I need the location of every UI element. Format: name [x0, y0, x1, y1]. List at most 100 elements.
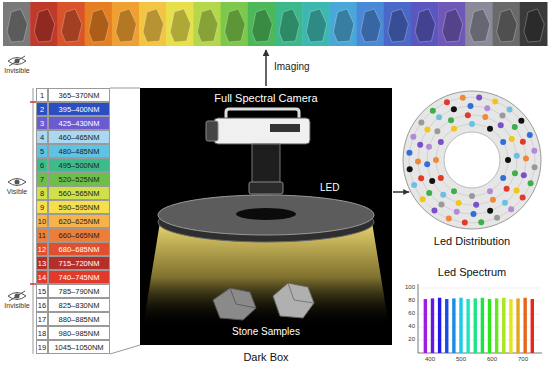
led-dot: [424, 127, 430, 133]
led-dot: [406, 150, 412, 156]
table-cell: 660–665NM: [48, 228, 110, 242]
led-dot: [505, 157, 511, 163]
stone-silhouette: [89, 9, 109, 42]
stone-image-tile: [57, 2, 85, 46]
led-dot: [490, 197, 496, 203]
stone-silhouette: [306, 9, 326, 42]
grid-line: [418, 314, 540, 315]
table-cell: 6: [36, 158, 48, 172]
led-dot: [502, 200, 508, 206]
led-dot: [444, 99, 450, 105]
table-cell: 1045–1050NM: [48, 340, 110, 354]
led-dot: [514, 187, 520, 193]
tile-ground: [221, 2, 249, 46]
range-bracket: [33, 88, 34, 354]
led-dot: [411, 182, 417, 188]
led-dot: [434, 128, 440, 134]
led-ring-line: [409, 97, 535, 223]
table-cell: 13: [36, 256, 48, 270]
led-dot: [438, 175, 444, 181]
grid-line: [418, 301, 540, 302]
led-ring-line: [427, 115, 517, 205]
led-dot: [487, 126, 493, 132]
eye-hidden-icon: [8, 56, 26, 66]
led-dot: [469, 121, 475, 127]
led-dot: [532, 164, 538, 170]
x-axis: [418, 353, 542, 354]
tile-ground: [139, 2, 167, 46]
led-dot: [451, 126, 457, 132]
spectrum-bars: [424, 298, 534, 353]
led-distribution-circle: Led Distribution: [402, 90, 542, 230]
led-dot: [494, 215, 500, 221]
led-dot: [451, 106, 457, 112]
led-dot: [415, 159, 421, 165]
tile-ground: [384, 2, 412, 46]
table-cell: 560–565NM: [48, 186, 110, 200]
led-dot: [446, 216, 452, 222]
axis-tick-label: 400: [425, 356, 435, 363]
table-cell: 680–685NM: [48, 242, 110, 256]
dark-box-fill: [140, 88, 392, 345]
stone-silhouette: [61, 9, 81, 42]
spectrum-bar: [466, 299, 469, 353]
box-caption: Dark Box: [243, 351, 288, 364]
led-dot: [478, 219, 484, 225]
axis-tick-label: 20: [408, 336, 415, 343]
led-board-outline: [402, 90, 542, 230]
led-dot: [482, 114, 488, 120]
led-dot: [514, 153, 520, 159]
table-cell: 620–625NM: [48, 214, 110, 228]
spectrum-bar: [495, 298, 498, 353]
spectrum-bar: [459, 298, 462, 353]
led-dot: [528, 180, 534, 186]
tile-ground: [465, 2, 493, 46]
stone-silhouette: [197, 9, 217, 42]
led-dot: [469, 193, 475, 199]
tile-ground: [30, 2, 58, 46]
table-cell: 715–720NM: [48, 256, 110, 270]
table-cell: 15: [36, 284, 48, 298]
stone-image-tile: [112, 2, 140, 46]
led-dot: [520, 195, 526, 201]
camera-lens: [252, 144, 280, 184]
tile-ground: [166, 2, 194, 46]
table-cell: 16: [36, 298, 48, 312]
stone-image-tile: [139, 2, 167, 46]
led-dot: [512, 170, 518, 176]
table-cell: 480–485NM: [48, 144, 110, 158]
led-dot: [471, 211, 477, 217]
grid-line: [418, 288, 540, 289]
led-dot: [473, 202, 479, 208]
stone-silhouette: [333, 9, 353, 42]
table-cell: 590–595NM: [48, 200, 110, 214]
table-cell: 5: [36, 144, 48, 158]
led-dot: [484, 105, 490, 111]
stone-sample: [273, 283, 314, 318]
stone-silhouette: [469, 9, 489, 42]
axis-tick-label: 600: [487, 356, 497, 363]
led-dot: [417, 142, 423, 148]
led-dot: [454, 209, 460, 215]
led-dot: [504, 186, 510, 192]
led-ring-hole: [236, 208, 296, 220]
leader-line: [110, 345, 140, 354]
tile-ground: [438, 2, 466, 46]
led-dot: [476, 94, 482, 100]
stone-image-tile: [30, 2, 58, 46]
spectrum-bar: [531, 299, 534, 353]
table-cell: 395–400NM: [48, 102, 110, 116]
spectrum-bar: [445, 299, 448, 353]
chart-title: Led Spectrum: [438, 266, 506, 279]
grid-line: [418, 340, 540, 341]
led-dot: [426, 190, 432, 196]
led-dot: [436, 114, 442, 120]
table-cell: 495–500NM: [48, 158, 110, 172]
eye-hidden-icon: [8, 291, 26, 301]
spectrum-bar: [509, 299, 512, 353]
y-axis: [418, 284, 419, 353]
eye-icon: [8, 179, 26, 186]
grid-line: [418, 327, 540, 328]
axis-tick-label: 40: [408, 323, 415, 330]
